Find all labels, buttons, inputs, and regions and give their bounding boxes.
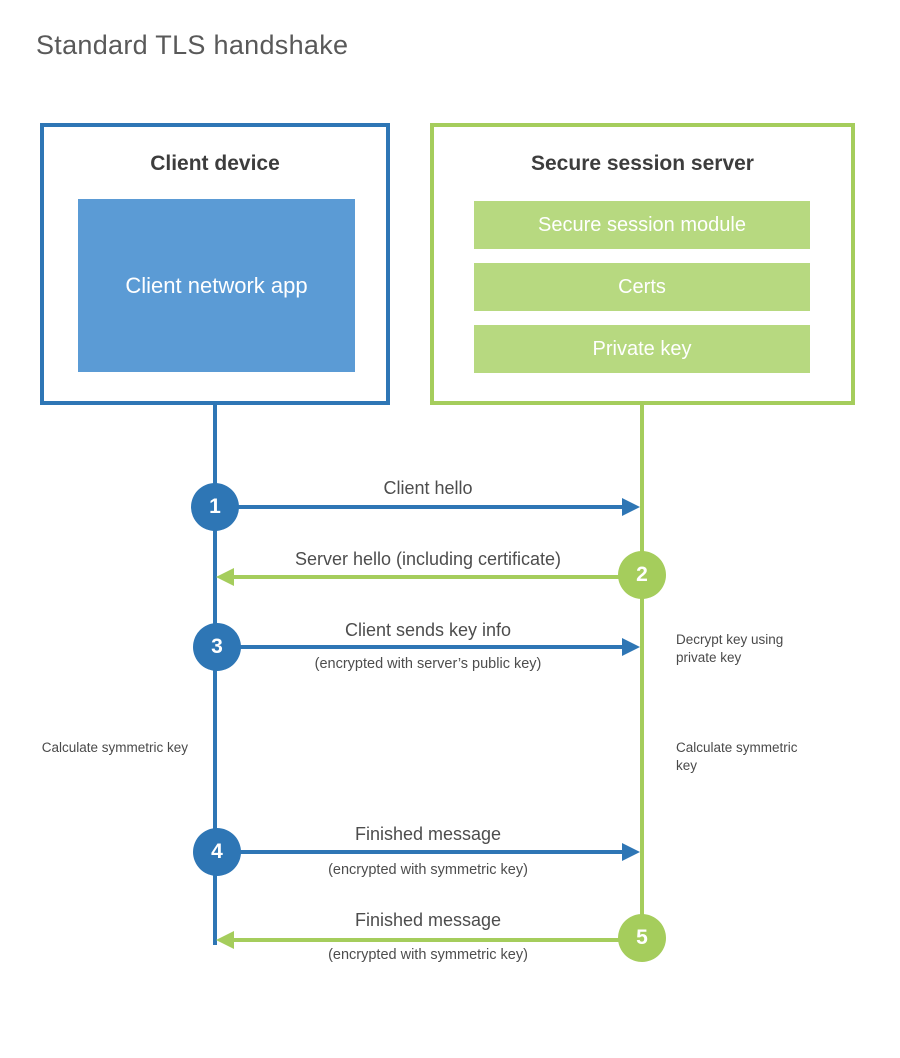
step4-sublabel: (encrypted with symmetric key) (328, 862, 528, 878)
step5-circle: 5 (618, 914, 666, 962)
page-title: Standard TLS handshake (36, 30, 349, 60)
step4-label: Finished message (354, 824, 502, 844)
step4-arrowhead-icon (622, 843, 640, 861)
server-lifeline (640, 403, 644, 938)
step3-number: 3 (211, 635, 223, 658)
step3-circle: 3 (193, 623, 241, 671)
step4-arrow-line (217, 850, 622, 854)
step3-label: Client sends key info (344, 620, 512, 640)
server-calculate-key-note: Calculate symmetric key (676, 740, 798, 773)
step3-sublabel: (encrypted with server’s public key) (314, 656, 542, 672)
step2-arrow-line (234, 575, 642, 579)
step1-arrowhead-icon (622, 498, 640, 516)
step5-arrow-line (234, 938, 642, 942)
step2-arrowhead-icon (216, 568, 234, 586)
step4-circle: 4 (193, 828, 241, 876)
server-certs-bar: Certs (474, 263, 810, 311)
server-certs-label: Certs (618, 275, 666, 298)
step5-arrowhead-icon (216, 931, 234, 949)
step2-label: Server hello (including certificate) (294, 549, 562, 569)
server-private-key-bar: Private key (474, 325, 810, 373)
step1-circle: 1 (191, 483, 239, 531)
client-network-app-box: Client network app (78, 199, 355, 372)
step4-number: 4 (211, 840, 223, 863)
step3-arrow-line (217, 645, 622, 649)
server-module-label: Secure session module (538, 213, 746, 236)
step3-arrowhead-icon (622, 638, 640, 656)
step1-number: 1 (209, 495, 221, 518)
client-device-header: Client device (150, 152, 280, 175)
client-calculate-key-note: Calculate symmetric key (41, 740, 188, 755)
server-module-bar: Secure session module (474, 201, 810, 249)
step5-sublabel: (encrypted with symmetric key) (328, 947, 528, 963)
client-network-app-label: Client network app (125, 272, 308, 298)
step1-arrow-line (215, 505, 622, 509)
step2-circle: 2 (618, 551, 666, 599)
step5-number: 5 (636, 926, 648, 949)
server-private-key-label: Private key (592, 337, 692, 360)
step1-label: Client hello (383, 478, 473, 498)
decrypt-key-note: Decrypt key using private key (676, 632, 784, 665)
step5-label: Finished message (354, 910, 502, 930)
step2-number: 2 (636, 563, 648, 586)
client-lifeline (213, 403, 217, 945)
secure-session-server-header: Secure session server (531, 152, 754, 175)
